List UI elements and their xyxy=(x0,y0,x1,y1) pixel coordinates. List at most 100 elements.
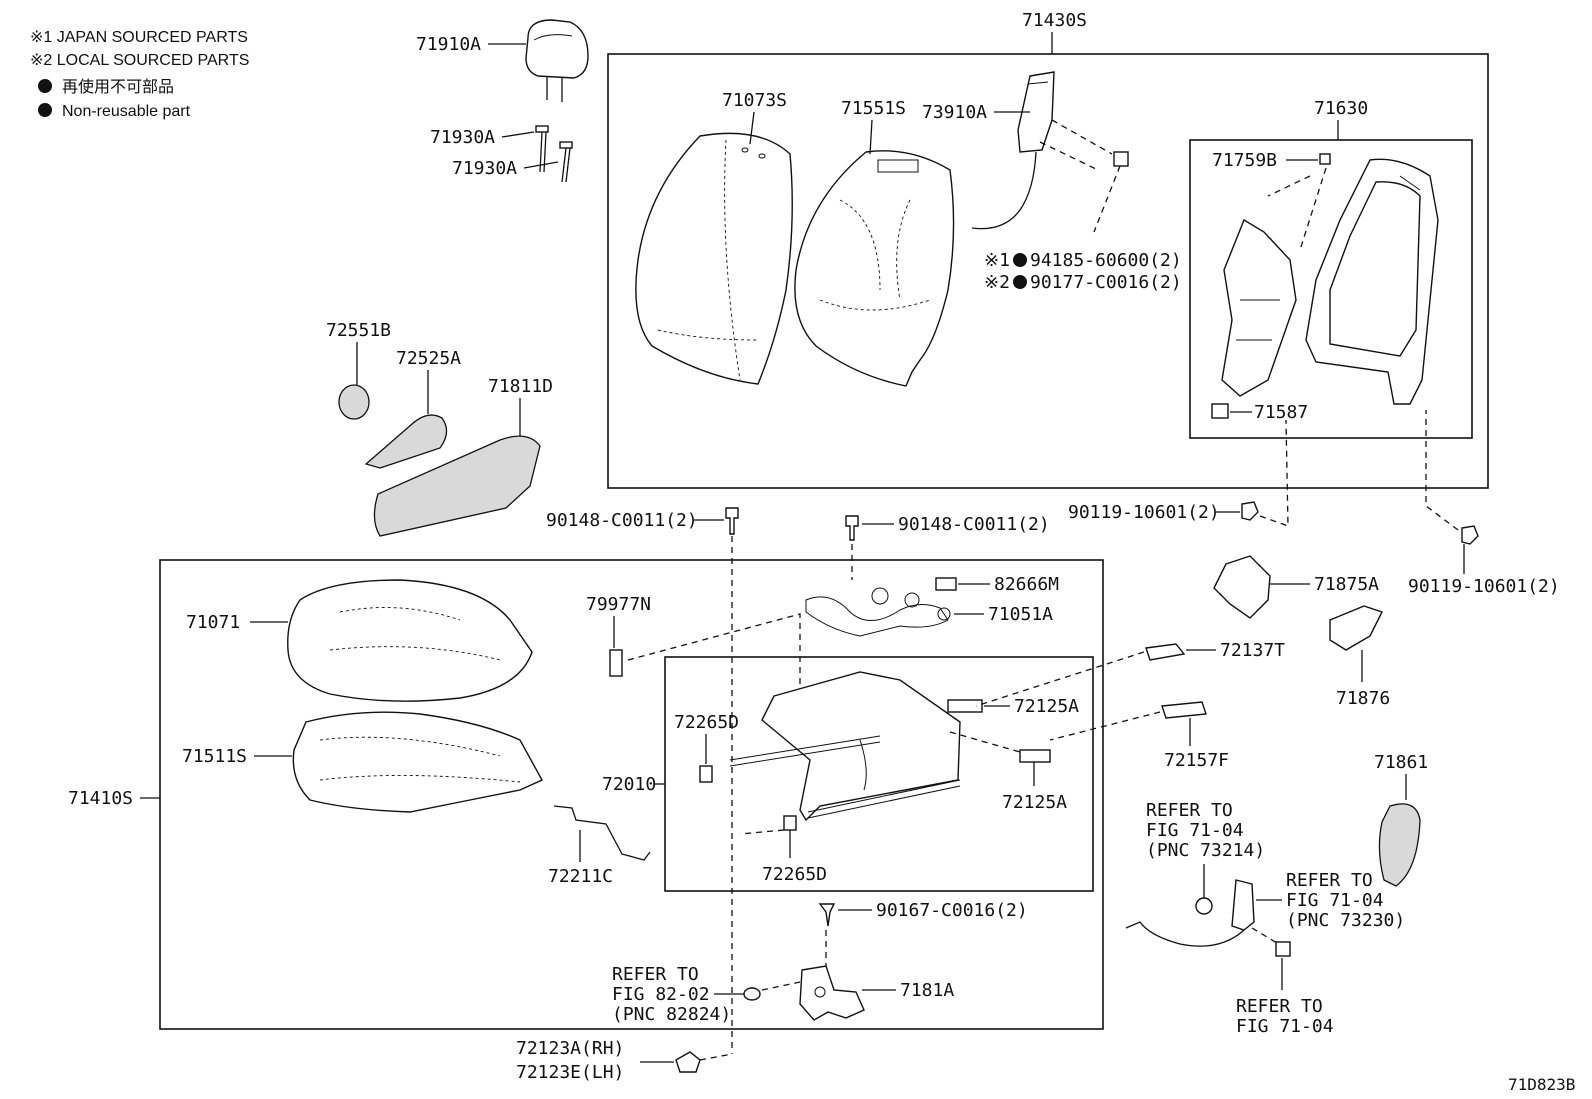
cover-part xyxy=(675,1051,701,1073)
part-label-71876: 71876 xyxy=(1336,688,1390,709)
dashed-leader xyxy=(761,981,801,991)
dashed-leader xyxy=(739,829,785,835)
part-label-71861: 71861 xyxy=(1374,752,1428,773)
legend-nonreuse-en: Non-reusable part xyxy=(62,103,191,120)
refer-text: FIG 82-02 xyxy=(612,984,710,1005)
part-label-72265D: 72265D xyxy=(762,864,827,885)
shield-part xyxy=(373,435,541,537)
part-label-90148-C0011: 90148-C0011(2) xyxy=(546,510,698,531)
dashed-leader xyxy=(627,613,801,700)
part-label-72551B: 72551B xyxy=(326,320,391,341)
part-label-79977N: 79977N xyxy=(586,594,651,615)
wire-part xyxy=(553,805,651,861)
dashed-leader xyxy=(1251,927,1283,947)
screw-part xyxy=(818,903,836,927)
cover-part xyxy=(1378,803,1421,887)
seat-adjuster-part xyxy=(729,671,961,822)
cover-part xyxy=(1145,643,1186,661)
part-label-90119-10601: 90119-10601(2) xyxy=(1408,576,1560,597)
legend-local: ※2 LOCAL SOURCED PARTS xyxy=(30,52,249,69)
cover-part xyxy=(947,699,983,713)
refer-text: REFER TO xyxy=(1286,870,1373,891)
seatback-cover-part xyxy=(794,150,955,387)
legend: ※1 JAPAN SOURCED PARTS ※2 LOCAL SOURCED … xyxy=(30,29,249,120)
part-label-72211C: 72211C xyxy=(548,866,613,887)
switch-part xyxy=(1125,879,1255,947)
dashed-leader xyxy=(699,1053,733,1061)
dashed-leader xyxy=(1259,419,1289,527)
airbag-module-part xyxy=(971,71,1129,230)
part-label-72125A: 72125A xyxy=(1002,792,1067,813)
part-label-73910A: 73910A xyxy=(922,102,987,123)
refer-text: (PNC 82824) xyxy=(612,1004,731,1025)
part-label-72137T: 72137T xyxy=(1220,640,1285,661)
headrest-part xyxy=(525,19,589,102)
part-label-71811D: 71811D xyxy=(488,376,553,397)
part-label-72525A: 72525A xyxy=(396,348,461,369)
part-label-72265D: 72265D xyxy=(674,712,739,733)
seat-cushion-pad-part xyxy=(287,579,533,702)
refer-text: REFER TO xyxy=(1236,996,1323,1017)
bolt-part xyxy=(1461,525,1479,545)
part-label-72157F: 72157F xyxy=(1164,750,1229,771)
part-label-71630: 71630 xyxy=(1314,98,1368,119)
label-part xyxy=(609,649,623,677)
dashed-leader xyxy=(949,731,1021,753)
seatback-pad-part xyxy=(635,132,793,385)
part-label-71071: 71071 xyxy=(186,612,240,633)
nut-part xyxy=(1275,941,1291,957)
refer-text: FIG 71-04 xyxy=(1146,820,1244,841)
refer-82-02-pnc-82824: REFER TO FIG 82-02 (PNC 82824) xyxy=(612,964,731,1025)
figure-id: 71D823B xyxy=(1508,1075,1575,1094)
bolt-part xyxy=(1241,501,1259,521)
part-label-90148-C0011: 90148-C0011(2) xyxy=(898,514,1050,535)
part-label-71511S: 71511S xyxy=(182,746,247,767)
part-label-72123A-RH: 72123A(RH) xyxy=(516,1038,624,1059)
seat-adjuster-box xyxy=(664,656,1094,892)
cap-part xyxy=(743,987,761,1001)
part-label-94185-mark: ※1 xyxy=(984,250,1010,271)
grommet-part xyxy=(1195,897,1213,915)
bracket-part xyxy=(783,815,797,831)
bolt-part xyxy=(725,507,739,535)
part-label-71410S: 71410S xyxy=(68,788,133,809)
seat-cushion-assembly-box xyxy=(159,559,1104,1030)
leader-line xyxy=(523,161,559,169)
part-label-71551S: 71551S xyxy=(841,98,906,119)
part-label-82666M: 82666M xyxy=(994,574,1059,595)
legend-japan: ※1 JAPAN SOURCED PARTS xyxy=(30,29,248,46)
refer-text: REFER TO xyxy=(1146,800,1233,821)
refer-71-04-pnc-73214: REFER TO FIG 71-04 (PNC 73214) xyxy=(1146,800,1265,861)
dashed-leader xyxy=(975,651,1145,707)
part-label-72125A: 72125A xyxy=(1014,696,1079,717)
part-label-72123E-LH: 72123E(LH) xyxy=(516,1062,624,1083)
bracket-part xyxy=(699,765,713,783)
leader-line xyxy=(749,111,755,145)
seatback-frame-box xyxy=(1189,139,1473,439)
bracket-part xyxy=(1213,555,1271,619)
part-label-71051A: 71051A xyxy=(988,604,1053,625)
bolt-part xyxy=(845,515,859,541)
refer-text: (PNC 73230) xyxy=(1286,910,1405,931)
cover-part xyxy=(1019,749,1051,763)
seatback-assembly-box xyxy=(607,53,1489,489)
refer-text: FIG 71-04 xyxy=(1286,890,1384,911)
dashed-leader xyxy=(1267,167,1327,251)
dashed-leader xyxy=(1425,410,1459,531)
lumbar-support-part xyxy=(1221,218,1297,397)
leader-line xyxy=(869,119,873,155)
legend-nonreuse-jp: 再使用不可部品 xyxy=(62,78,174,96)
clip-part xyxy=(1319,153,1331,165)
lever-part xyxy=(364,414,448,469)
seat-cushion-cover-part xyxy=(292,711,543,813)
refer-text: FIG 71-04 xyxy=(1236,1016,1334,1037)
part-label-71875A: 71875A xyxy=(1314,574,1379,595)
refer-text: (PNC 73214) xyxy=(1146,840,1265,861)
wire-harness-part xyxy=(805,587,951,637)
refer-71-04: REFER TO FIG 71-04 xyxy=(1236,996,1334,1037)
connector-part xyxy=(935,577,957,591)
dashed-leader xyxy=(1039,119,1121,233)
cover-part xyxy=(1161,701,1207,719)
part-label-7181A: 7181A xyxy=(900,980,954,1001)
